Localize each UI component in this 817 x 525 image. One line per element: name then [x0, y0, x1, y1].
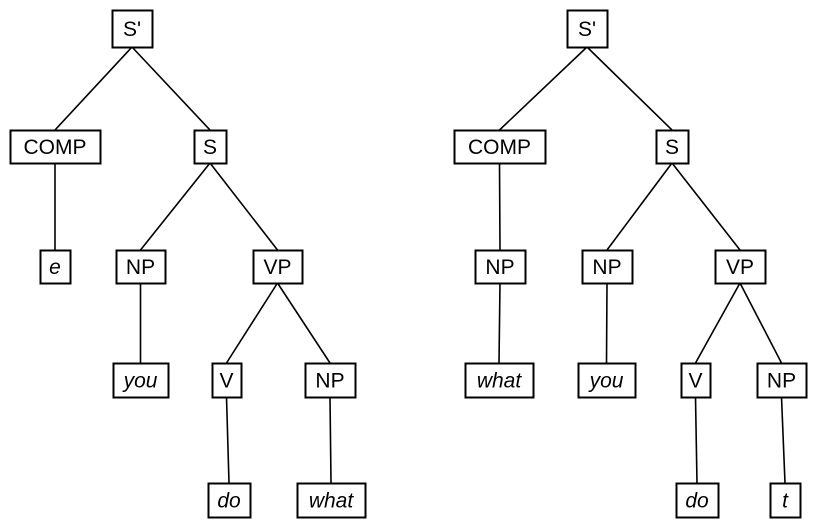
tree-edge: [225, 396, 230, 484]
tree-node-v[interactable]: V: [211, 362, 243, 399]
tree-edge: [276, 282, 331, 364]
tree-edge: [606, 162, 673, 251]
tree-node-np[interactable]: NP: [304, 362, 357, 399]
tree-edge: [498, 162, 501, 251]
node-box: [112, 362, 170, 399]
tree-node-what[interactable]: what: [464, 362, 535, 399]
node-box: [453, 129, 547, 165]
terminal-label: t: [782, 490, 789, 513]
category-label: NP: [315, 370, 344, 393]
node-box: [252, 249, 304, 285]
terminal-label: you: [588, 370, 624, 393]
node-box: [675, 482, 720, 519]
category-label: S: [665, 136, 679, 159]
tree-node-what[interactable]: what: [296, 482, 367, 519]
tree-edges-right-tree: [498, 46, 786, 484]
category-label: COMP: [24, 136, 87, 159]
tree-edge: [586, 46, 673, 131]
tree-node-you[interactable]: you: [112, 362, 170, 399]
category-label: NP: [592, 256, 621, 279]
tree-node-comp[interactable]: COMP: [453, 129, 547, 165]
tree-node-np[interactable]: NP: [756, 362, 808, 399]
category-label: S': [578, 18, 596, 41]
category-label: NP: [485, 256, 514, 279]
tree-node-np[interactable]: NP: [474, 249, 527, 285]
tree-node-sbar[interactable]: S': [566, 9, 609, 49]
node-box: [577, 362, 637, 399]
tree-node-np[interactable]: NP: [581, 249, 634, 285]
node-box: [39, 249, 72, 285]
tree-node-vp[interactable]: VP: [714, 249, 767, 285]
terminal-label: you: [122, 370, 158, 393]
tree-node-do[interactable]: do: [675, 482, 720, 519]
tree-edge: [209, 162, 279, 251]
tree-node-you[interactable]: you: [577, 362, 637, 399]
node-box: [304, 362, 357, 399]
tree-node-comp[interactable]: COMP: [9, 129, 102, 165]
category-label: S: [203, 136, 217, 159]
tree-node-sbar[interactable]: S': [111, 9, 154, 49]
tree-edge: [694, 396, 698, 484]
node-box: [474, 249, 527, 285]
tree-node-np[interactable]: NP: [115, 249, 167, 285]
tree-node-t[interactable]: t: [769, 482, 802, 519]
node-box: [769, 482, 802, 519]
tree-edge: [54, 46, 133, 131]
node-box: [756, 362, 808, 399]
node-box: [680, 362, 712, 399]
tree-node-s[interactable]: S: [193, 129, 228, 165]
tree-nodes-right-tree: S' COMP S NP NP VP what you V NP do t: [453, 9, 808, 519]
category-label: NP: [126, 256, 155, 279]
tree-node-vp[interactable]: VP: [252, 249, 304, 285]
terminal-label: what: [477, 370, 523, 393]
tree-edge: [329, 396, 332, 484]
node-box: [193, 129, 228, 165]
terminal-label: what: [309, 490, 355, 513]
tree-edge: [739, 282, 783, 364]
node-box: [464, 362, 535, 399]
node-box: [714, 249, 767, 285]
node-box: [9, 129, 102, 165]
tree-edge: [780, 396, 786, 484]
terminal-label: do: [217, 490, 241, 513]
terminal-label: do: [685, 490, 709, 513]
category-label: VP: [726, 256, 754, 279]
tree-node-e[interactable]: e: [39, 249, 72, 285]
category-label: S': [123, 18, 141, 41]
tree-node-v[interactable]: V: [680, 362, 712, 399]
tree-node-s[interactable]: S: [655, 129, 690, 165]
tree-edge: [694, 282, 741, 364]
tree-edge: [498, 46, 588, 131]
category-label: NP: [767, 370, 796, 393]
tree-node-do[interactable]: do: [207, 482, 252, 519]
tree-edge: [131, 46, 211, 131]
edges-layer: [54, 46, 786, 484]
terminal-label: e: [49, 256, 61, 279]
node-box: [207, 482, 252, 519]
tree-edge: [225, 282, 279, 364]
node-box: [111, 9, 154, 49]
tree-edge: [671, 162, 741, 251]
node-box: [296, 482, 367, 519]
tree-edges-left-tree: [54, 46, 332, 484]
category-label: V: [688, 370, 702, 393]
node-box: [655, 129, 690, 165]
node-box: [211, 362, 243, 399]
node-box: [581, 249, 634, 285]
category-label: V: [219, 370, 233, 393]
node-box: [566, 9, 609, 49]
category-label: COMP: [468, 136, 531, 159]
tree-edge: [139, 162, 211, 251]
tree-edge: [498, 282, 501, 364]
node-box: [115, 249, 167, 285]
tree-edge: [605, 282, 608, 364]
category-label: VP: [263, 256, 291, 279]
